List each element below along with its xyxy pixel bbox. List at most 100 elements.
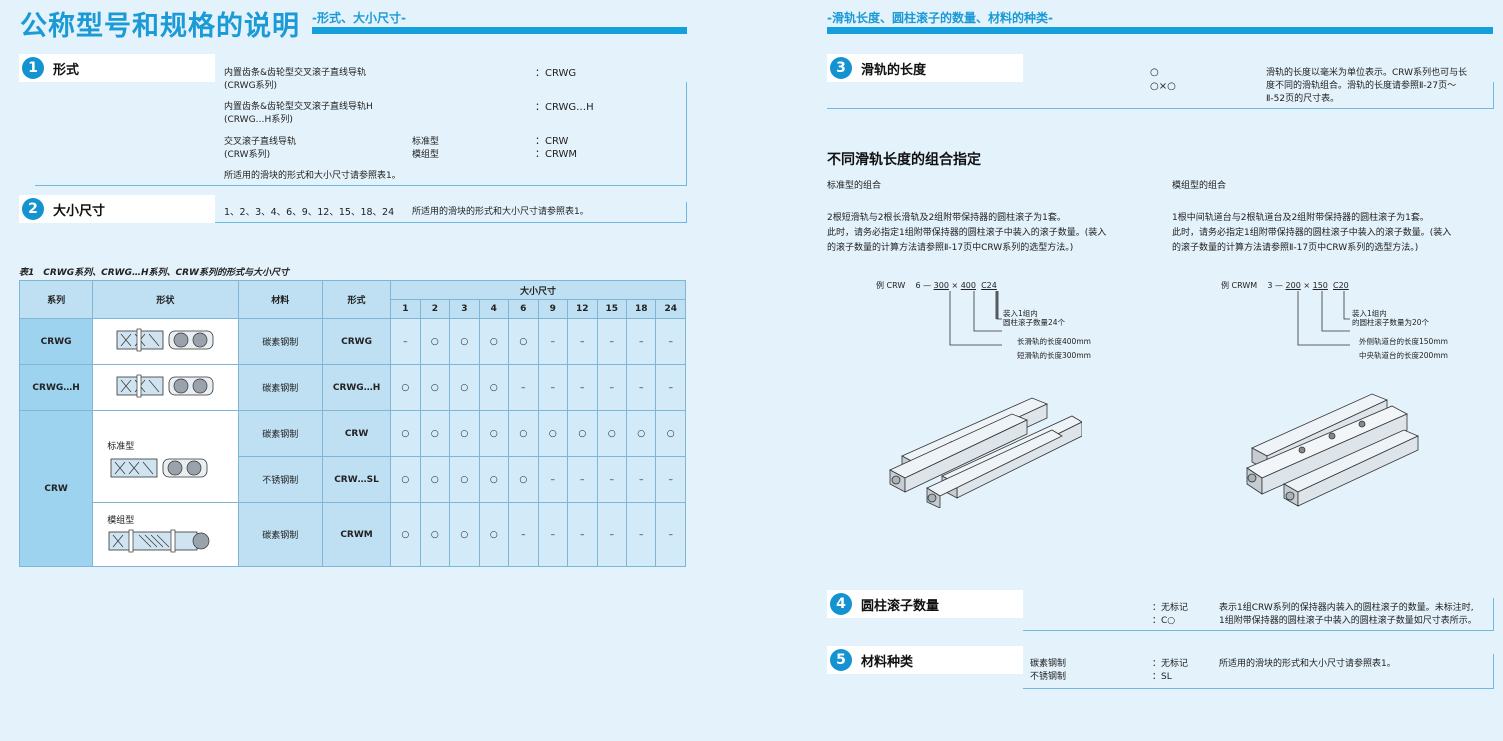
size-value: ○ — [478, 410, 510, 457]
series-cell: CRW — [18, 410, 94, 567]
form-type-labels: 标准型模组型 — [412, 137, 440, 160]
th-size: 9 — [537, 299, 569, 319]
th-size: 4 — [478, 299, 510, 319]
size-value: – — [625, 318, 657, 365]
size-value: – — [655, 456, 686, 503]
material-cell: 碳素钢制 — [237, 410, 323, 457]
section-1-title: 形式 — [53, 62, 80, 78]
th-series: 系列 — [18, 280, 94, 319]
size-value: – — [390, 318, 421, 365]
size-value: ○ — [567, 410, 598, 457]
size-value: ○ — [508, 456, 539, 503]
th-size: 15 — [596, 299, 627, 319]
size-value: – — [537, 364, 569, 411]
section-3-title: 滑轨的长度 — [861, 62, 927, 78]
material-codes: ：无标记：SL — [1152, 659, 1189, 682]
roller-codes: ：无标记：C○ — [1152, 603, 1189, 626]
size-value: – — [655, 502, 686, 567]
size-value: – — [655, 364, 686, 411]
size-value: – — [567, 456, 598, 503]
shape-cell — [92, 318, 239, 365]
size-value: ○ — [478, 364, 510, 411]
section-4-box — [1023, 598, 1494, 631]
example-leader-lines-right — [1297, 291, 1350, 346]
size-list: 1、2、3、4、6、9、12、15、18、24 — [224, 207, 395, 218]
th-shape: 形状 — [92, 280, 239, 319]
table-row: CRW 标准型 碳素钢制 CRW ○ ○ ○ ○ ○ ○ ○ ○ ○ ○ — [18, 410, 686, 567]
size-value: ○ — [390, 456, 421, 503]
size-value: – — [596, 456, 627, 503]
size-value: – — [537, 456, 569, 503]
size-value: – — [596, 318, 627, 365]
section-3-header: 3 滑轨的长度 — [827, 54, 1023, 82]
size-value: ○ — [419, 318, 451, 365]
size-value: – — [537, 502, 569, 567]
size-value: ○ — [449, 410, 480, 457]
size-value: ○ — [596, 410, 627, 457]
section-4-title: 圆柱滚子数量 — [861, 598, 940, 614]
th-size: 6 — [508, 299, 539, 319]
size-value: – — [567, 502, 598, 567]
form-cell: CRW…SL — [321, 456, 392, 503]
annotation-right-2: 外侧轨道台的长度150mm — [1359, 337, 1448, 346]
th-size: 1 — [390, 299, 421, 319]
rail-set-module-illustration — [1246, 393, 1419, 507]
form-row-3: 交叉滚子直线导轨(CRW系列) — [224, 137, 297, 160]
size-value: – — [625, 456, 657, 503]
profile-crw-icon — [110, 458, 208, 478]
size-value: – — [508, 502, 539, 567]
length-codes: ○○×○ — [1150, 67, 1176, 92]
size-value: ○ — [419, 502, 451, 567]
size-value: – — [596, 502, 627, 567]
material-cell: 碳素钢制 — [237, 502, 323, 567]
roller-description: 表示1组CRW系列的保持器内装入的圆柱滚子的数量。未标注时,1组附带保持器的圆柱… — [1219, 603, 1477, 626]
size-value: ○ — [449, 456, 480, 503]
size-value: ○ — [390, 410, 421, 457]
example-code-crwm: 例 CRWM 3 — 200 × 150 C20 — [1221, 281, 1349, 290]
size-value: ○ — [390, 364, 421, 411]
size-value: – — [596, 364, 627, 411]
section-2-header: 2 大小尺寸 — [19, 195, 215, 223]
th-material: 材料 — [237, 280, 323, 319]
form-cell: CRWG…H — [321, 364, 392, 411]
material-cell: 碳素钢制 — [237, 364, 323, 411]
title-bar-right — [827, 27, 1493, 34]
series-cell: CRWG — [18, 318, 94, 365]
subtitle-left: -形式、大小尺寸- — [312, 11, 406, 25]
length-description: 滑轨的长度以毫米为单位表示。CRW系列也可与长 度不同的滑轨组合。滑轨的长度请参… — [1266, 68, 1468, 104]
annotation-right-1: 装入1组内的圆柱滚子数量为20个 — [1352, 309, 1430, 327]
size-value: ○ — [508, 410, 539, 457]
material-description: 所适用的滑块的形式和大小尺寸请参照表1。 — [1219, 659, 1396, 669]
material-names: 碳素钢制不锈钢制 — [1030, 659, 1067, 682]
form-code-crwg-h: ：CRWG…H — [535, 102, 594, 113]
th-form: 形式 — [321, 280, 392, 319]
section-2-box — [215, 202, 687, 223]
size-value: ○ — [508, 318, 539, 365]
size-value: ○ — [625, 410, 657, 457]
section-3-box — [827, 82, 1494, 109]
form-code-crwg: ：CRWG — [535, 68, 577, 79]
size-value: ○ — [449, 318, 480, 365]
form-row-2: 内置齿条&齿轮型交叉滚子直线导轨H(CRWG…H系列) — [224, 102, 373, 125]
series-cell: CRWG…H — [18, 364, 94, 411]
section-1-header: 1 形式 — [19, 54, 215, 82]
number-3-icon: 3 — [830, 57, 852, 79]
th-size: 18 — [625, 299, 657, 319]
section-5-header: 5 材料种类 — [827, 646, 1023, 674]
subtitle-right: -滑轨长度、圆柱滚子的数量、材料的种类- — [827, 11, 1053, 25]
th-size: 24 — [655, 299, 686, 319]
size-value: – — [567, 364, 598, 411]
profile-crwg-icon — [116, 328, 214, 352]
size-header-row: 1 2 3 4 6 9 12 15 18 24 — [20, 299, 686, 319]
number-1-icon: 1 — [22, 57, 44, 79]
example-code-crw: 例 CRW 6 — 300 × 400 C24 — [876, 281, 997, 290]
number-4-icon: 4 — [830, 593, 852, 615]
shape-label-standard: 标准型 — [107, 442, 135, 452]
shape-cell — [92, 364, 239, 411]
form-cell: CRWG — [321, 318, 392, 365]
combo-left-sub: 标准型的组合 — [827, 181, 882, 191]
form-cell: CRWM — [321, 502, 392, 567]
number-2-icon: 2 — [22, 198, 44, 220]
section-1-box — [35, 82, 687, 186]
size-value: – — [567, 318, 598, 365]
